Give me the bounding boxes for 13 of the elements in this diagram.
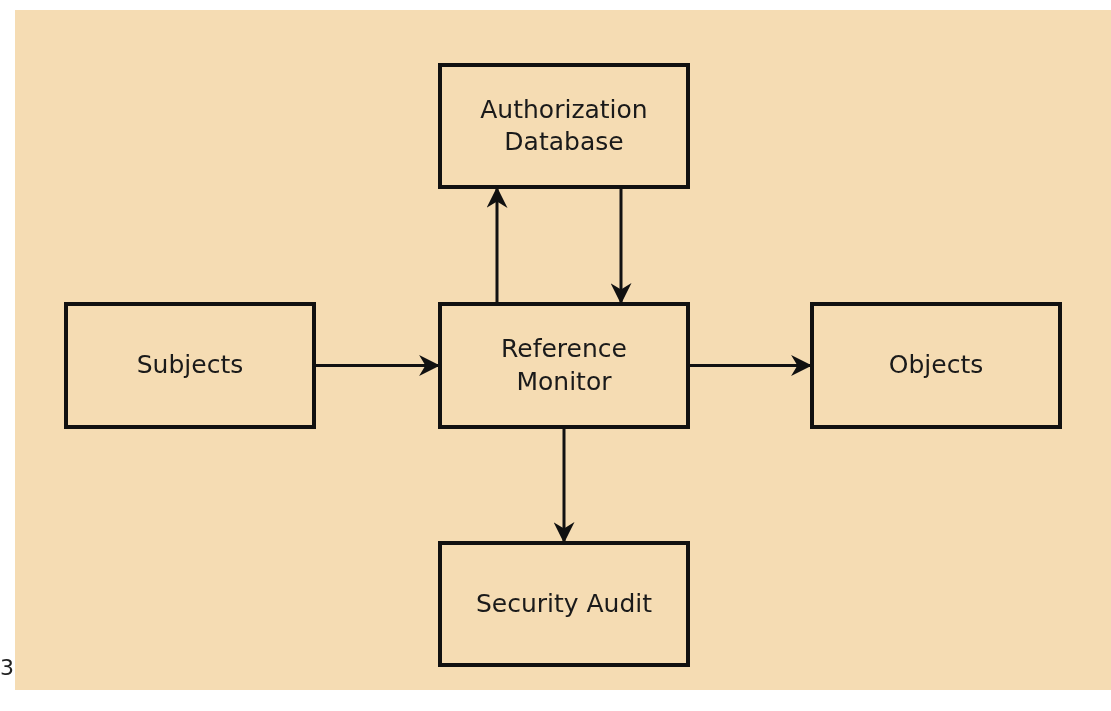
box-label: Subjects [135, 349, 245, 382]
process-box [810, 302, 1062, 429]
box-label: Authorization Database [479, 93, 649, 158]
box-label: Reference Monitor [500, 333, 628, 398]
process-box [64, 302, 316, 429]
arrow [610, 189, 632, 305]
process-box [438, 63, 690, 189]
process-box [438, 302, 690, 429]
page-number: 3 [0, 655, 14, 680]
box-label: Security Audit [474, 587, 654, 620]
arrow [553, 429, 575, 544]
box-label: Objects [887, 349, 985, 382]
process-box [438, 541, 690, 667]
